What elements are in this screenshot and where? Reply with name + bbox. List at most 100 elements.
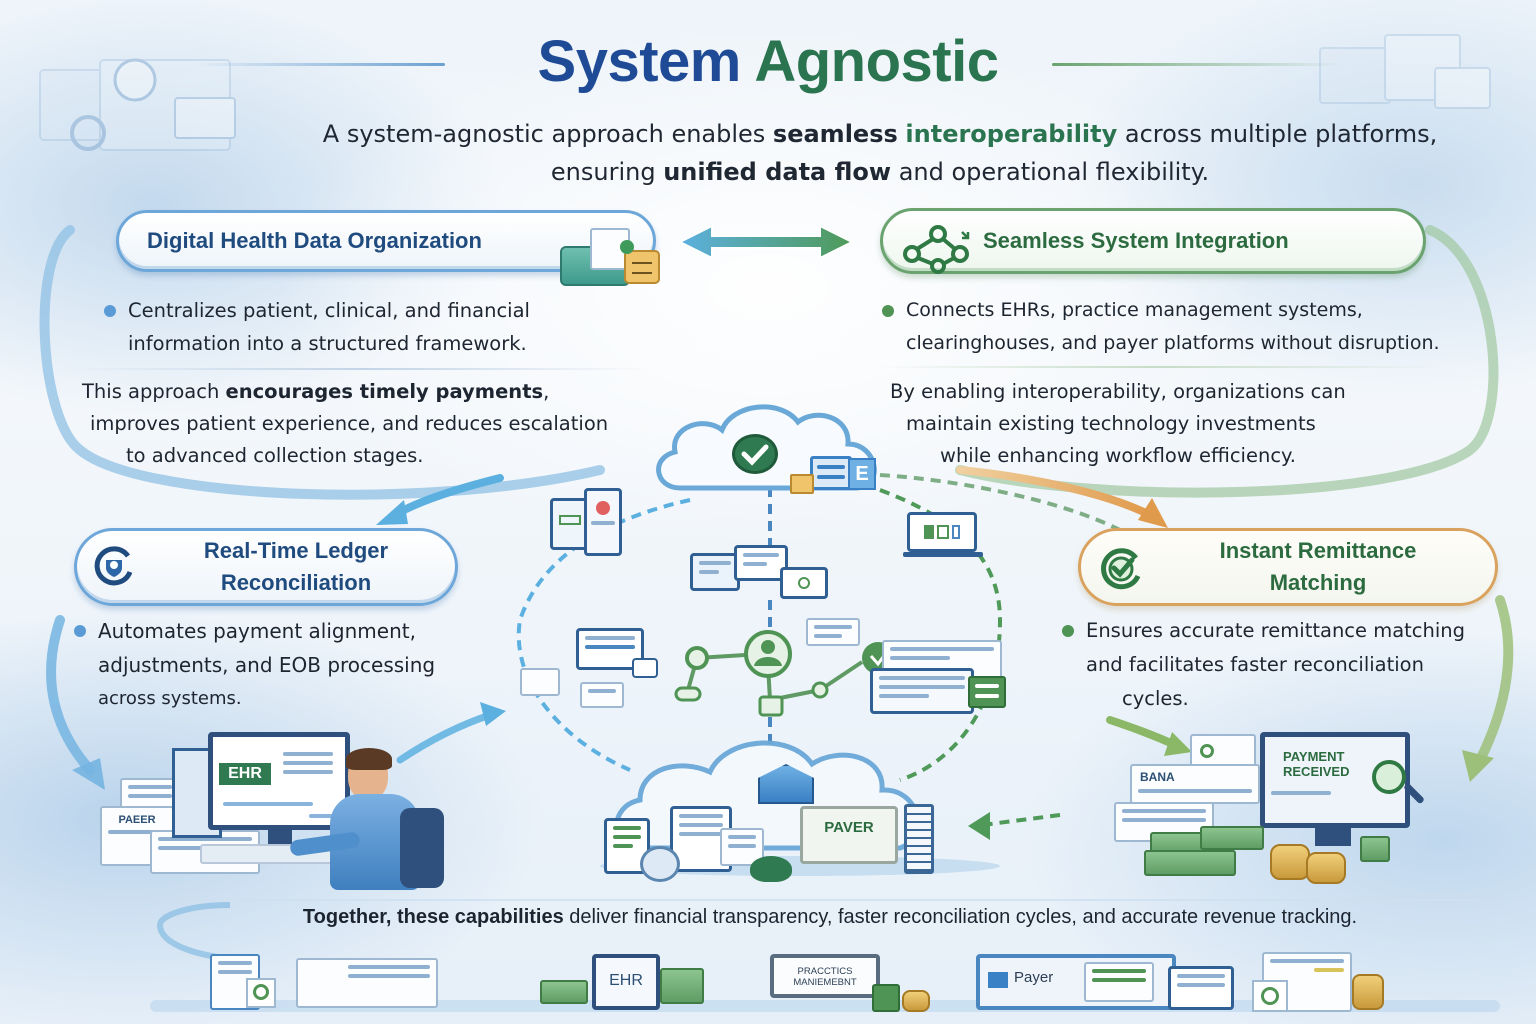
footer-payer-monitor: Payer bbox=[976, 954, 1176, 1010]
double-arrow-connector bbox=[677, 224, 855, 260]
background-devices-right bbox=[1319, 34, 1491, 109]
subtitle-text: ensuring bbox=[550, 158, 664, 186]
title-rule-right bbox=[1052, 63, 1342, 66]
folder-icon bbox=[790, 474, 814, 494]
ledger-reconciliation-bullet: Automates payment alignment, adjustments… bbox=[74, 614, 494, 716]
bank-doc-label: BANA bbox=[1140, 770, 1175, 784]
seamless-integration-paragraph: By enabling interoperability, organizati… bbox=[880, 376, 1480, 472]
title-part-agnostic: Agnostic bbox=[754, 29, 999, 94]
subtitle-text: and operational flexibility. bbox=[891, 158, 1210, 186]
footer-bold: Together, these capabilities bbox=[302, 906, 564, 928]
ehr-workstation: PAEER EHR bbox=[100, 720, 460, 890]
footer-ehr-monitor: EHR bbox=[592, 954, 660, 1010]
payment-received-station: BANA PAYMENT RECEIVED bbox=[1110, 720, 1490, 890]
arrow-into-payer bbox=[968, 812, 990, 840]
footer-ehr-label: EHR bbox=[609, 972, 643, 989]
shield-refresh-icon bbox=[94, 546, 133, 586]
section-divider bbox=[70, 368, 650, 370]
payer-cloud-label: PAVER bbox=[824, 819, 874, 836]
remittance-title-line: Matching bbox=[1269, 570, 1367, 595]
network-nodes-icon bbox=[903, 225, 970, 274]
node-square bbox=[758, 695, 784, 717]
cloud-hub: E bbox=[650, 396, 890, 496]
bullet-dot bbox=[1062, 625, 1074, 637]
remittance-matching-header: Instant Remittance Matching bbox=[1078, 528, 1498, 606]
arrow-to-ledger-head bbox=[376, 500, 408, 525]
seamless-integration-title: Seamless System Integration bbox=[983, 228, 1289, 253]
central-monitors bbox=[690, 545, 830, 605]
subtitle-bold: seamless bbox=[772, 120, 898, 148]
ehr-monitor-label: EHR bbox=[219, 763, 271, 785]
right-section-frame bbox=[955, 225, 1499, 498]
ehr-monitor: EHR bbox=[208, 732, 350, 830]
bullet-text: Automates payment alignment, bbox=[98, 619, 416, 643]
footer-practice-monitor: PRACCTICS MANIEMEBNT bbox=[770, 954, 880, 998]
bullet-text: Connects EHRs, practice management syste… bbox=[906, 299, 1363, 321]
bullet-text: clearinghouses, and payer platforms with… bbox=[906, 332, 1440, 354]
globe-icon bbox=[640, 846, 680, 882]
ledger-reconciliation-header: Real-Time Ledger Reconciliation bbox=[74, 528, 458, 606]
person-at-desk bbox=[289, 748, 450, 892]
arrow-to-remittance-head bbox=[1138, 498, 1168, 528]
folder-documents-icon bbox=[560, 228, 670, 288]
cloud-hub-badge: E bbox=[848, 458, 876, 490]
section-divider bbox=[880, 366, 1440, 368]
ledger-title-line: Reconciliation bbox=[220, 570, 372, 595]
cloud-check-icon bbox=[732, 434, 778, 474]
seamless-integration-bullet: Connects EHRs, practice management syste… bbox=[882, 294, 1522, 360]
footer-summary: Together, these capabilities deliver fin… bbox=[150, 906, 1510, 929]
bullet-text: information into a structured framework. bbox=[128, 332, 527, 355]
magnifier-icon bbox=[1372, 760, 1406, 794]
cloud-document-icon bbox=[810, 456, 852, 490]
page-subtitle: A system-agnostic approach enables seaml… bbox=[250, 115, 1510, 191]
para-text: improves patient experience, and reduces… bbox=[90, 412, 609, 435]
digital-health-paragraph: This approach encourages timely payments… bbox=[70, 376, 690, 472]
payer-cloud: PAVER bbox=[600, 728, 1000, 882]
para-text: while enhancing workflow efficiency. bbox=[940, 444, 1297, 467]
check-circle-icon bbox=[1101, 548, 1141, 590]
digital-health-title: Digital Health Data Organization bbox=[147, 228, 482, 253]
footer-text: deliver financial transparency, faster r… bbox=[563, 906, 1358, 928]
lock-icon bbox=[750, 856, 792, 882]
arrow-ehr-to-center bbox=[396, 711, 494, 764]
bullet-dot bbox=[104, 305, 116, 317]
node-small bbox=[685, 646, 709, 670]
para-text: , bbox=[543, 380, 550, 403]
bullet-text: Ensures accurate remittance matching bbox=[1086, 619, 1466, 642]
ledger-title-line: Real-Time Ledger bbox=[203, 538, 389, 563]
laptop-device bbox=[903, 512, 987, 558]
bullet-text: adjustments, and EOB processing bbox=[98, 653, 436, 677]
page-title: System Agnostic bbox=[0, 28, 1536, 95]
bullet-text: across systems. bbox=[98, 688, 242, 709]
bullet-dot bbox=[882, 305, 894, 317]
title-part-system: System bbox=[537, 29, 742, 94]
bullet-text: cycles. bbox=[1122, 687, 1189, 710]
payment-label-line: PAYMENT bbox=[1283, 749, 1345, 764]
remittance-title-line: Instant Remittance bbox=[1219, 538, 1417, 563]
arrow-to-remittance bbox=[956, 466, 1154, 519]
para-text: to advanced collection stages. bbox=[126, 444, 424, 467]
footer-practice-label: MANIEMEBNT bbox=[793, 977, 857, 988]
seamless-integration-header: Seamless System Integration bbox=[880, 208, 1426, 274]
subtitle-text: A system-agnostic approach enables bbox=[322, 120, 773, 148]
remittance-matching-bullet: Ensures accurate remittance matching and… bbox=[1062, 614, 1532, 716]
bullet-dot bbox=[74, 625, 86, 637]
left-down-arrow bbox=[46, 615, 95, 775]
para-text: By enabling interoperability, organizati… bbox=[890, 380, 1346, 403]
footer-systems-strip: EHR PRACCTICS MANIEMEBNT Payer bbox=[200, 950, 1500, 1014]
footer-payer-label: Payer bbox=[1014, 969, 1054, 986]
left-device-cluster bbox=[520, 628, 670, 708]
bullet-text: and facilitates faster reconciliation bbox=[1086, 653, 1424, 676]
right-down-arrow bbox=[1475, 595, 1514, 765]
para-text: maintain existing technology investments bbox=[906, 412, 1316, 435]
payment-label-line: RECEIVED bbox=[1283, 764, 1350, 779]
digital-health-bullet: Centralizes patient, clinical, and finan… bbox=[104, 294, 664, 360]
title-rule-left bbox=[195, 63, 445, 66]
node-pill bbox=[674, 686, 702, 702]
para-bold: encourages timely payments bbox=[225, 380, 544, 403]
digital-health-header: Digital Health Data Organization bbox=[116, 210, 656, 272]
bullet-text: Centralizes patient, clinical, and finan… bbox=[128, 299, 530, 322]
tablet-phone-device bbox=[550, 488, 640, 558]
subtitle-highlight: interoperability bbox=[905, 120, 1118, 148]
para-text: This approach bbox=[82, 380, 226, 403]
